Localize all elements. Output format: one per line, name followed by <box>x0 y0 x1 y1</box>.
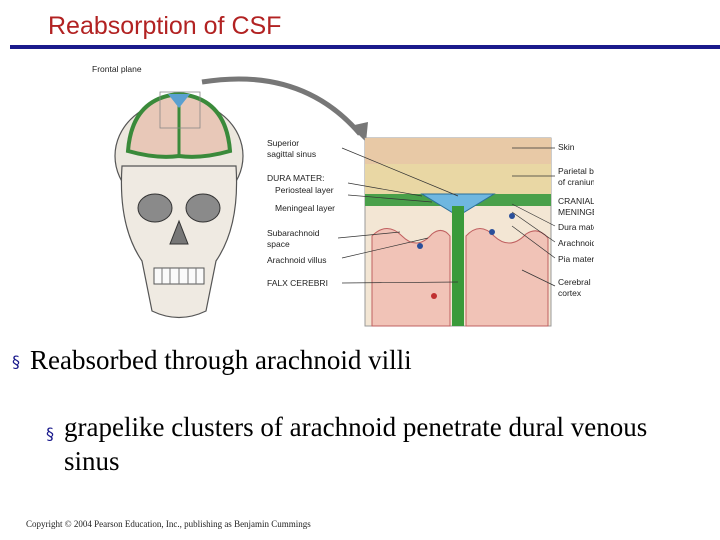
label-dura-mater-heading: DURA MATER: <box>267 173 324 183</box>
title-underline <box>10 45 720 49</box>
label-parietal-bone-line2: of cranium <box>558 177 594 187</box>
bullet-marker: § <box>12 352 20 371</box>
label-periosteal-layer: Periosteal layer <box>275 185 334 195</box>
label-superior-sagittal-sinus-line2: sagittal sinus <box>267 149 316 159</box>
zoom-arrow-head <box>350 122 368 142</box>
bullet-level1: § Reabsorbed through arachnoid villi <box>12 345 412 376</box>
skull-illustration <box>114 91 244 319</box>
slide-title: Reabsorption of CSF <box>48 12 282 40</box>
label-arachnoid-villus: Arachnoid villus <box>267 255 327 265</box>
bullet-text: grapelike clusters of arachnoid penetrat… <box>64 412 648 476</box>
label-cerebral-cortex-line1: Cerebral <box>558 277 591 287</box>
label-pia-mater: Pia mater <box>558 254 594 264</box>
bullet-level2: § grapelike clusters of arachnoid penetr… <box>46 410 696 478</box>
label-frontal-plane: Frontal plane <box>92 64 142 74</box>
label-subarachnoid-space-line2: space <box>267 239 290 249</box>
label-skin: Skin <box>558 142 575 152</box>
label-meningeal-layer: Meningeal layer <box>275 203 335 213</box>
label-dura-mater: Dura mater <box>558 222 594 232</box>
bullet-marker: § <box>46 424 54 443</box>
label-subarachnoid-space-line1: Subarachnoid <box>267 228 320 238</box>
copyright-notice: Copyright © 2004 Pearson Education, Inc.… <box>26 519 311 529</box>
label-cranial-meninges-line2: MENINGES: <box>558 207 594 217</box>
label-cerebral-cortex-line2: cortex <box>558 288 582 298</box>
meninges-detail-panel <box>364 137 552 327</box>
label-arachnoid: Arachnoid <box>558 238 594 248</box>
bullet-text: Reabsorbed through arachnoid villi <box>30 345 412 375</box>
label-parietal-bone-line1: Parietal bone <box>558 166 594 176</box>
zoom-arrow <box>201 76 362 136</box>
label-cranial-meninges-line1: CRANIAL <box>558 196 594 206</box>
label-falx-cerebri: FALX CEREBRI <box>267 278 328 288</box>
label-superior-sagittal-sinus-line1: Superior <box>267 138 299 148</box>
csf-reabsorption-illustration: Frontal plane Superior sagittal sinus DU… <box>92 64 594 327</box>
leader-lines <box>337 147 556 287</box>
